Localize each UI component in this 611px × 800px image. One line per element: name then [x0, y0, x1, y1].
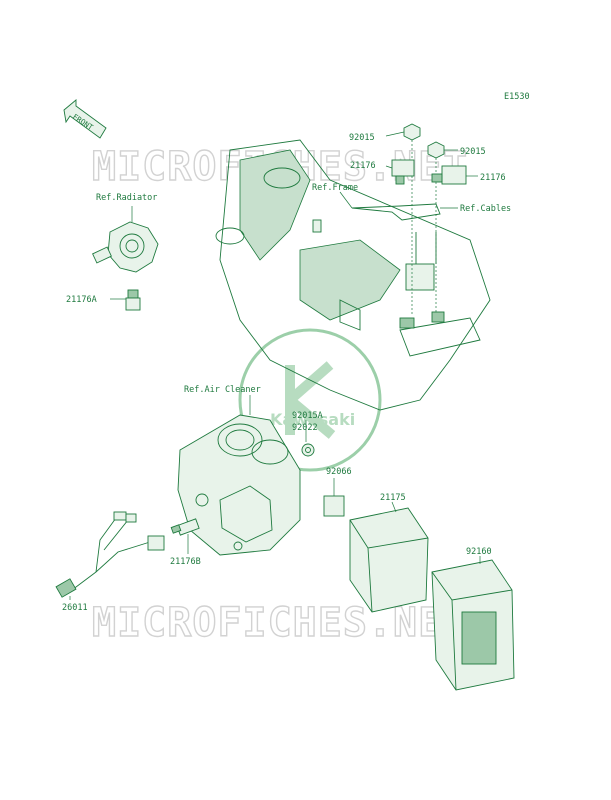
- watermark-bottom: MICROFICHES.NET: [92, 600, 468, 646]
- part-92015-left-label: 92015: [349, 133, 375, 143]
- front-arrow-icon: FRONT: [63, 99, 107, 139]
- ref-radiator-label: Ref.Radiator: [96, 193, 157, 203]
- ecu-21175: [349, 501, 429, 613]
- sensor-21176a: [110, 289, 141, 311]
- ref-frame-label: Ref.Frame: [312, 183, 358, 193]
- case-92160: [431, 556, 515, 691]
- clip-92066: [323, 478, 345, 517]
- part-21176a-label: 21176A: [66, 295, 97, 305]
- ref-cables-label: Ref.Cables: [460, 204, 511, 214]
- part-92015a-label: 92015A: [292, 411, 323, 421]
- sensor-21176-right: [431, 165, 478, 185]
- part-92066-label: 92066: [326, 467, 352, 477]
- nut-92015-right: [427, 141, 458, 312]
- sensor-21176b: [170, 518, 200, 554]
- air-cleaner-plate: [177, 395, 301, 556]
- kawasaki-logo: Kawasaki: [238, 328, 382, 472]
- diagram-code: E1530: [504, 92, 530, 102]
- logo-text: Kawasaki: [270, 410, 355, 429]
- part-92015-right-label: 92015: [460, 147, 486, 157]
- washer-92022: [301, 443, 315, 457]
- part-21176-right-label: 21176: [480, 173, 506, 183]
- sensor-21176-left: [385, 159, 415, 185]
- cable-bracket: [351, 203, 458, 221]
- harness-26011: [55, 511, 165, 600]
- part-92022-label: 92022: [292, 423, 318, 433]
- part-21175-label: 21175: [380, 493, 406, 503]
- ref-air-cleaner-label: Ref.Air Cleaner: [184, 385, 261, 395]
- part-21176b-label: 21176B: [170, 557, 201, 567]
- radiator-housing: [92, 206, 159, 273]
- part-21176-left-label: 21176: [350, 161, 376, 171]
- part-92160-label: 92160: [466, 547, 492, 557]
- frame: [215, 139, 491, 411]
- part-26011-label: 26011: [62, 603, 88, 613]
